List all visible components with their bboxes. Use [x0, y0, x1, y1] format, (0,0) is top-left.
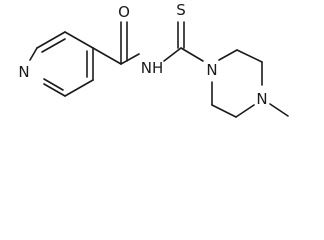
chemical-structure: N O NH S N N [18, 1, 289, 118]
bond [236, 49, 263, 63]
pyridine-ring [29, 31, 94, 97]
bond [41, 38, 66, 53]
bond [36, 31, 66, 49]
bond [211, 104, 237, 118]
piperazine-nitrogen-1-label: N [206, 61, 217, 79]
bond [120, 53, 140, 65]
bond [235, 104, 255, 118]
bond [218, 49, 238, 61]
piperazine-ring [211, 49, 263, 118]
thiourea-group [163, 21, 204, 62]
amide-nh-label: NH [141, 59, 164, 77]
bond [180, 47, 204, 62]
bond [29, 47, 38, 61]
bond [43, 83, 66, 97]
bond [43, 78, 64, 91]
piperazine-nitrogen-4-label: N [256, 90, 267, 108]
bond [92, 47, 122, 65]
bond [163, 47, 182, 62]
thione-sulfur-label: S [176, 1, 186, 19]
bond [64, 79, 94, 97]
bond [64, 31, 94, 49]
pyridine-nitrogen-label: N [18, 63, 29, 81]
carboxamide-group [92, 21, 140, 65]
carbonyl-oxygen-label: O [118, 3, 130, 21]
methyl-bond [269, 103, 289, 117]
